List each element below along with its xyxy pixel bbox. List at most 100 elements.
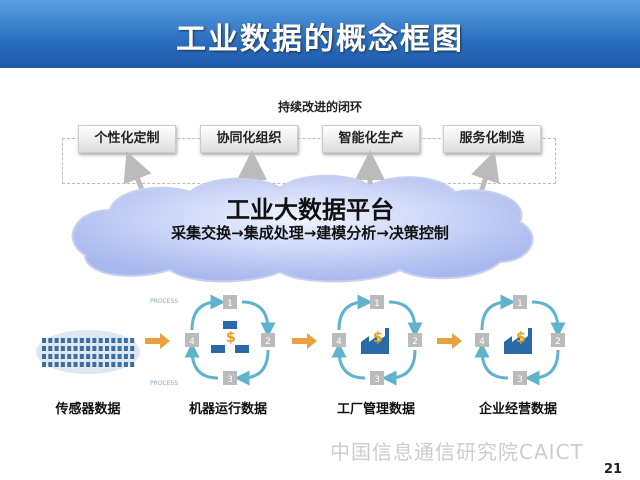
cycle-arrow — [184, 342, 219, 380]
sensor-glyph-icon — [54, 346, 59, 351]
sensor-glyph-icon — [73, 354, 78, 359]
sensor-glyph-icon — [111, 362, 116, 367]
step-box — [551, 333, 565, 347]
sensor-glyph-icon — [92, 338, 97, 343]
dollar-icon: $ — [373, 330, 383, 346]
step-number: 4 — [336, 337, 342, 347]
dollar-icon: $ — [516, 330, 526, 346]
sensor-glyph-icon — [60, 354, 65, 359]
orange-arrow — [437, 333, 462, 349]
cycle-arrow — [331, 342, 366, 380]
dollar-icon: $ — [226, 330, 236, 346]
source-machine-data: 机器运行数据 — [188, 402, 267, 417]
cycle-arrow — [388, 300, 423, 338]
step-number: 2 — [555, 337, 561, 347]
step-number: 3 — [227, 375, 233, 385]
step-box — [513, 371, 527, 385]
title-bar — [0, 0, 640, 68]
step-box — [261, 333, 275, 347]
sensor-glyph-icon — [42, 362, 46, 367]
step-number: 1 — [517, 299, 523, 309]
sensor-glyph-icon — [111, 354, 116, 359]
sensor-glyph-icon — [117, 338, 122, 343]
sensor-glyph-icon — [67, 362, 72, 367]
sensor-glyph-icon — [105, 354, 109, 359]
loop-label: 持续改进的闭环 — [277, 100, 362, 114]
loop-item-collaborative: 协同化组织 — [200, 125, 298, 153]
orange-arrow — [145, 333, 170, 349]
sensor-glyph-icon — [48, 362, 53, 367]
sensor-glyph-icon — [48, 346, 53, 351]
watermark: 中国信息通信研究院CAICT — [330, 440, 584, 464]
sensor-glyph-icon — [79, 346, 84, 351]
sensor-glyph-icon — [130, 346, 135, 351]
step-box — [185, 333, 199, 347]
cycle-arrow — [337, 294, 373, 331]
platform-title: 工业大数据平台 — [226, 196, 394, 224]
orange-arrow — [292, 333, 317, 349]
sensor-glyph-icon — [123, 354, 128, 359]
step-number: 1 — [227, 299, 233, 309]
sensor-glyph-icon — [54, 362, 59, 367]
sensor-glyph-icon — [123, 362, 128, 367]
sensor-glyph-icon — [48, 338, 53, 343]
loop-item-smart-production: 智能化生产 — [322, 125, 420, 153]
platform-subtitle: 采集交换→集成处理→建模分析→决策控制 — [171, 224, 449, 242]
valve-icon — [211, 345, 225, 353]
sensor-glyph-icon — [86, 346, 91, 351]
loop-item-service: 服务化制造 — [443, 125, 541, 153]
step-number: 3 — [517, 375, 523, 385]
sensor-glyph-icon — [92, 346, 97, 351]
step-box — [408, 333, 422, 347]
sensor-glyph-icon — [123, 338, 128, 343]
process-label-bottom: PROCESS — [150, 380, 179, 387]
sensor-glyph-icon — [117, 362, 122, 367]
sensor-glyph-icon — [105, 346, 109, 351]
cycle-arrow — [480, 294, 516, 331]
sensor-glyph-icon — [92, 362, 97, 367]
orange-arrows — [145, 333, 462, 349]
sensor-glyph-icon — [60, 338, 65, 343]
cycle-arrow — [234, 349, 270, 386]
step-box — [370, 371, 384, 385]
cycle-arrow — [531, 300, 566, 338]
source-factory-data: 工厂管理数据 — [336, 402, 415, 417]
step-number: 2 — [412, 337, 418, 347]
sensor-glyph-icon — [111, 338, 116, 343]
sensor-glyph-icon — [98, 338, 103, 343]
step-box — [332, 333, 346, 347]
sensor-glyph-icon — [67, 346, 72, 351]
step-number: 4 — [479, 337, 485, 347]
step-number: 2 — [265, 337, 271, 347]
sensor-glyph-icon — [60, 362, 65, 367]
platform-cloud — [71, 174, 534, 283]
sensor-glyph-icon — [73, 346, 78, 351]
sensor-glyph-icon — [67, 354, 72, 359]
step-box — [223, 295, 237, 309]
sensor-glyph-icon — [86, 362, 91, 367]
sensor-glyph-icon — [42, 338, 46, 343]
step-box — [370, 295, 384, 309]
cycle-arrow — [474, 342, 509, 380]
source-enterprise-data: 企业经营数据 — [478, 402, 557, 417]
step-number: 1 — [374, 299, 380, 309]
cycle-arrow — [381, 349, 417, 386]
sensor-glyph-icon — [60, 346, 65, 351]
step-box — [475, 333, 489, 347]
sensor-glyph-icon — [98, 346, 103, 351]
sensor-glyph-icon — [130, 338, 135, 343]
sensor-glyph-icon — [86, 338, 91, 343]
sensor-glyph-icon — [73, 338, 78, 343]
step-number: 3 — [374, 375, 380, 385]
sensor-glyph-icon — [54, 338, 59, 343]
sensor-glyph-icon — [42, 346, 46, 351]
sensor-glyph-icon — [105, 338, 109, 343]
sensor-glyph-icon — [79, 362, 84, 367]
sensor-glyph-icon — [42, 354, 46, 359]
sensor-glyph-icon — [67, 338, 72, 343]
factory-icon — [504, 328, 532, 354]
source-sensor-data: 传感器数据 — [55, 402, 121, 417]
step-box — [513, 295, 527, 309]
slide-title: 工业数据的概念框图 — [176, 22, 464, 57]
